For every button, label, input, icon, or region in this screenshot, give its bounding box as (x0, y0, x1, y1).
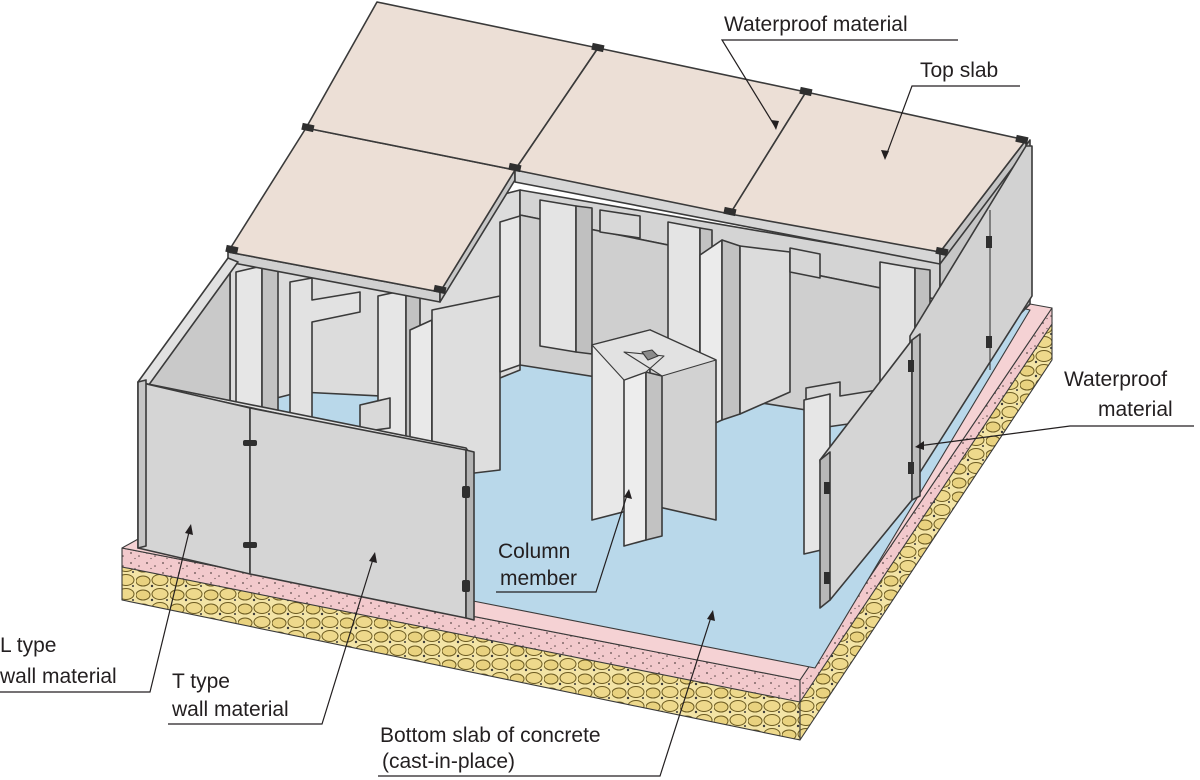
column-member (591, 329, 717, 547)
label-waterproof-side-2: material (1098, 398, 1173, 421)
l-type-wall-panel (137, 381, 251, 575)
label-t-type-1: T type (172, 670, 230, 693)
label-t-type-2: wall material (171, 698, 289, 721)
label-waterproof-side-1: Waterproof (1064, 368, 1167, 391)
front-left-wall (137, 257, 475, 621)
label-waterproof-top: Waterproof material (724, 13, 908, 36)
labels: Waterproof material Top slab Waterproof … (0, 13, 1173, 773)
label-bottom-slab-2: (cast-in-place) (382, 750, 515, 773)
label-bottom-slab-1: Bottom slab of concrete (380, 724, 601, 747)
right-outer-wall (819, 145, 1033, 609)
label-column-member-1: Column (498, 540, 570, 563)
label-l-type-1: L type (0, 634, 56, 657)
label-l-type-2: wall material (0, 665, 117, 688)
top-slabs (225, 1, 1029, 303)
leader-lines (0, 39, 1194, 777)
label-top-slab: Top slab (920, 59, 998, 82)
label-column-member-2: member (500, 567, 577, 590)
